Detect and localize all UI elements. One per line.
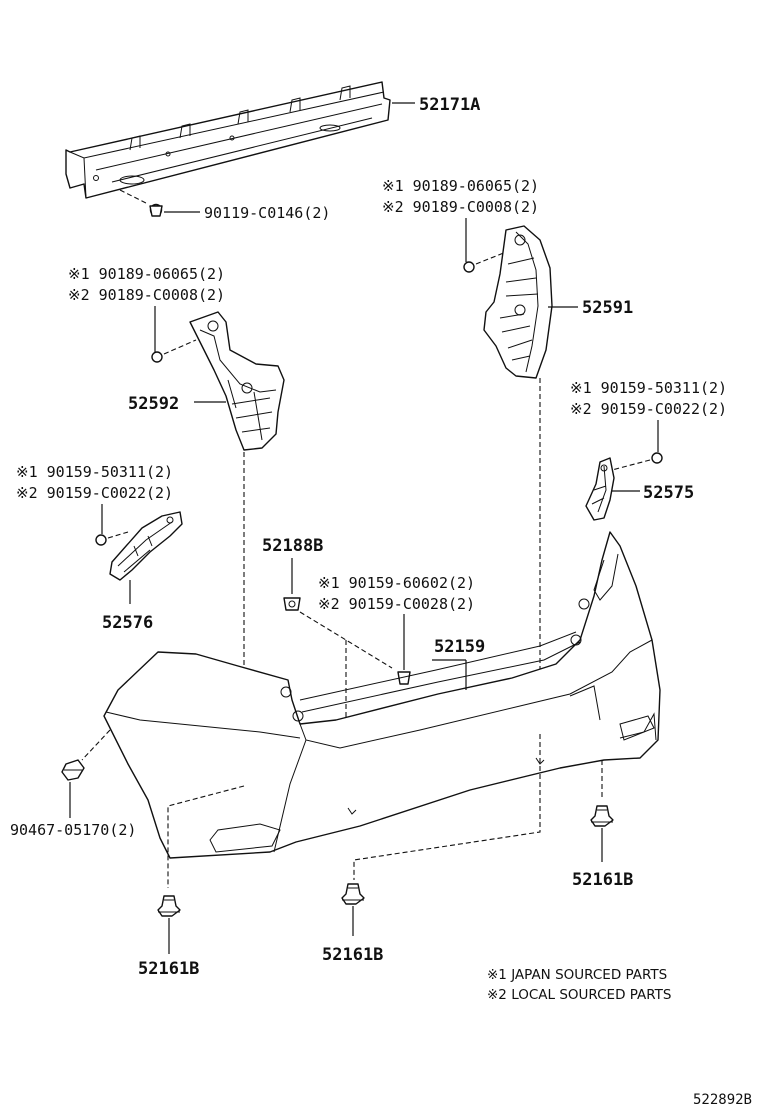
label-52161b-center: 52161B: [322, 945, 383, 965]
extension-left: [109, 511, 183, 604]
label-90159-c0022-right: ※2 90159-C0022(2): [570, 400, 727, 418]
reference-number: 522892B: [693, 1092, 752, 1108]
retainer-left-nut: [151, 306, 197, 363]
label-52591: 52591: [582, 298, 633, 318]
clip-left-guide: [167, 785, 245, 888]
label-90189-06065-left: ※1 90189-06065(2): [68, 265, 225, 283]
label-90467-05170: 90467-05170(2): [10, 821, 136, 839]
label-90189-06065-right: ※1 90189-06065(2): [382, 177, 539, 195]
label-52576: 52576: [102, 613, 153, 633]
extension-left-screw: [95, 504, 129, 546]
extension-right: [585, 457, 640, 521]
label-52171a: 52171A: [419, 95, 480, 115]
legend-japan-sourced: ※1 JAPAN SOURCED PARTS: [487, 967, 667, 983]
extension-right-screw: [611, 420, 663, 471]
label-90159-c0022-left: ※2 90159-C0022(2): [16, 484, 173, 502]
label-90159-50311-right: ※1 90159-50311(2): [570, 379, 727, 397]
label-52161b-left: 52161B: [138, 959, 199, 979]
label-52161b-right: 52161B: [572, 870, 633, 890]
clip-52161b-center: [341, 883, 365, 936]
cover-screw: [345, 614, 411, 722]
label-90159-60602: ※1 90159-60602(2): [318, 574, 475, 592]
label-90189-c0008-left: ※2 90189-C0008(2): [68, 286, 225, 304]
label-52159: 52159: [434, 637, 485, 657]
clip-center-guide: [353, 734, 541, 880]
label-90119-c0146: 90119-C0146(2): [204, 204, 330, 222]
legend-local-sourced: ※2 LOCAL SOURCED PARTS: [487, 987, 672, 1003]
label-52575: 52575: [643, 483, 694, 503]
reinforcement-bolt: [119, 189, 200, 217]
retainer-left: [189, 311, 285, 451]
reinforcement-beam: [65, 81, 415, 199]
clip-52161b-left: [157, 895, 181, 954]
retainer-right: [483, 225, 578, 379]
label-52592: 52592: [128, 394, 179, 414]
label-90159-c0028: ※2 90159-C0028(2): [318, 595, 475, 613]
retainer-right-nut: [463, 218, 507, 273]
clip-52188b: [283, 558, 393, 669]
clip-52161b-right: [590, 805, 614, 862]
label-90159-50311-left: ※1 90159-50311(2): [16, 463, 173, 481]
label-52188b: 52188B: [262, 536, 323, 556]
label-90189-c0008-right: ※2 90189-C0008(2): [382, 198, 539, 216]
bumper-cover: [103, 531, 661, 859]
side-clip: [61, 729, 111, 818]
